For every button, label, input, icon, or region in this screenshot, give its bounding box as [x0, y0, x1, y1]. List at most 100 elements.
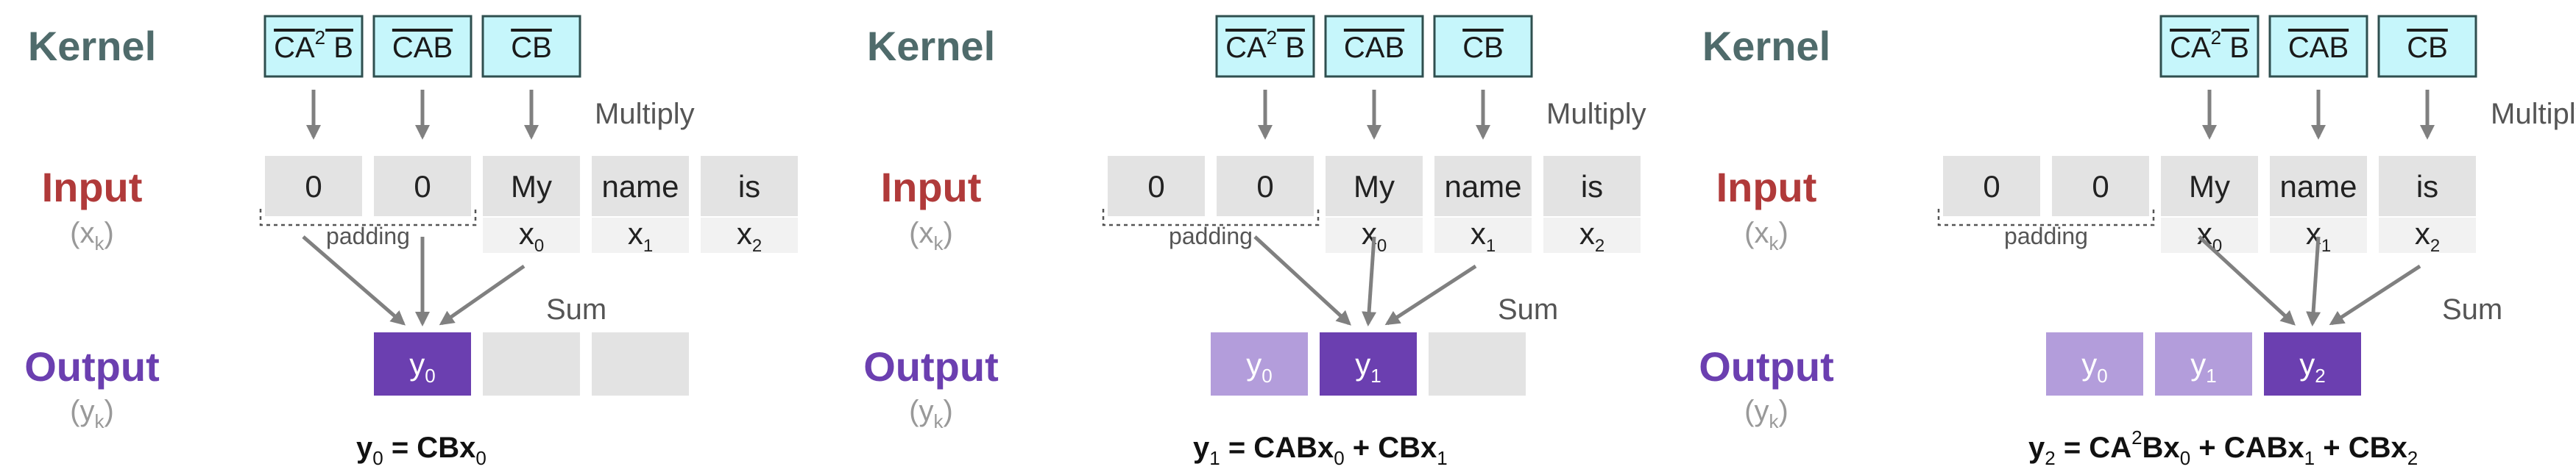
padding-bracket [259, 209, 477, 226]
input-token-1: 0 [414, 169, 431, 204]
input-sub-label: (xk) [70, 217, 114, 254]
kernel-text-0: CA2 B [2170, 26, 2249, 64]
input-label: Input [42, 164, 143, 210]
input-label: Input [881, 164, 982, 210]
input-index-4: x2 [737, 216, 762, 256]
input-cell-2 [2161, 156, 2258, 216]
equation-step-1: y1 = CABx0 + CBx1 [1193, 432, 1448, 469]
kernel-text-2: CB [2407, 32, 2448, 64]
input-cell-4 [701, 156, 798, 216]
kernel-text-0: CA2 B [274, 26, 353, 64]
kernel-box-1 [372, 15, 473, 78]
multiply-label: Multiply [595, 98, 695, 130]
input-token-3: name [2279, 169, 2357, 204]
output-cell-1 [483, 332, 580, 396]
input-token-3: name [601, 169, 679, 204]
sum-label: Sum [1498, 293, 1558, 326]
kernel-box-0 [2159, 15, 2260, 78]
output-value-1: y1 [1355, 347, 1381, 387]
input-cell-4 [1543, 156, 1641, 216]
input-token-3: name [1444, 169, 1521, 204]
input-index-cell-4 [2379, 218, 2476, 253]
kernel-box-0 [263, 15, 364, 78]
kernel-text-1: CAB [392, 32, 453, 64]
input-cell-0 [265, 156, 362, 216]
input-cell-3 [2270, 156, 2367, 216]
sum-arrow-2 [1384, 264, 1477, 326]
kernel-box-2 [481, 15, 581, 78]
input-index-cell-3 [1434, 218, 1532, 253]
input-cell-2 [1326, 156, 1423, 216]
output-cell-0 [1211, 332, 1308, 396]
input-cell-1 [374, 156, 471, 216]
output-cell-0 [374, 332, 471, 396]
kernel-box-1 [1324, 15, 1424, 78]
output-value-0: y0 [2081, 347, 2107, 387]
input-index-3: x1 [628, 216, 653, 256]
kernel-text-1: CAB [1344, 32, 1404, 64]
kernel-box-1 [2268, 15, 2368, 78]
input-label: Input [1716, 164, 1817, 210]
output-cell-2 [592, 332, 689, 396]
input-cell-1 [2052, 156, 2149, 216]
input-token-4: is [1581, 169, 1603, 204]
equation-step-0: y0 = CBx0 [356, 432, 486, 469]
kernel-text-0: CA2 B [1225, 26, 1305, 64]
output-sub-label: (yk) [909, 395, 953, 432]
input-token-4: is [2416, 169, 2438, 204]
padding-label: padding [2004, 223, 2088, 249]
input-token-0: 0 [1983, 169, 2000, 204]
output-cell-2 [2264, 332, 2361, 396]
output-cell-2 [1429, 332, 1526, 396]
kernel-label: Kernel [1702, 23, 1830, 69]
equation-step-2: y2 = CA2Bx0 + CABx1 + CBx2 [2028, 426, 2418, 469]
input-index-2: x0 [519, 216, 544, 256]
input-cell-1 [1217, 156, 1314, 216]
kernel-box-2 [2377, 15, 2477, 78]
sum-arrow-0 [2198, 235, 2296, 326]
kernel-text-2: CB [1462, 32, 1504, 64]
input-index-4: x2 [2415, 216, 2440, 256]
input-token-0: 0 [1147, 169, 1164, 204]
multiply-label: Multiply [2491, 98, 2576, 130]
input-index-cell-3 [592, 218, 689, 253]
sum-arrow-0 [302, 235, 406, 326]
output-value-1: y1 [2190, 347, 2216, 387]
padding-bracket [1102, 209, 1320, 226]
kernel-box-0 [1215, 15, 1315, 78]
input-sub-label: (xk) [1744, 217, 1788, 254]
input-index-3: x1 [1471, 216, 1496, 256]
output-label: Output [1699, 343, 1833, 390]
sum-arrow-2 [2329, 264, 2421, 326]
kernel-text-1: CAB [2288, 32, 2349, 64]
input-index-4: x2 [1579, 216, 1604, 256]
padding-bracket [1937, 209, 2155, 226]
input-cell-4 [2379, 156, 2476, 216]
output-label: Output [24, 343, 159, 390]
input-cell-3 [592, 156, 689, 216]
kernel-box-2 [1433, 15, 1533, 78]
sum-arrow-0 [1253, 235, 1351, 326]
sum-arrow-1 [2306, 236, 2321, 326]
output-value-0: y0 [1246, 347, 1272, 387]
kernel-label: Kernel [867, 23, 995, 69]
output-value-2: y2 [2299, 347, 2325, 387]
sum-arrow-1 [1362, 236, 1377, 326]
input-sub-label: (xk) [909, 217, 953, 254]
output-cell-0 [2046, 332, 2143, 396]
input-cell-0 [1943, 156, 2040, 216]
input-token-1: 0 [1256, 169, 1273, 204]
input-cell-2 [483, 156, 580, 216]
input-index-cell-4 [701, 218, 798, 253]
output-sub-label: (yk) [70, 395, 114, 432]
output-cell-1 [1320, 332, 1417, 396]
input-token-2: My [511, 169, 552, 204]
padding-label: padding [326, 223, 410, 249]
output-sub-label: (yk) [1744, 395, 1788, 432]
input-cell-3 [1434, 156, 1532, 216]
output-value-0: y0 [409, 347, 435, 387]
input-index-cell-4 [1543, 218, 1641, 253]
